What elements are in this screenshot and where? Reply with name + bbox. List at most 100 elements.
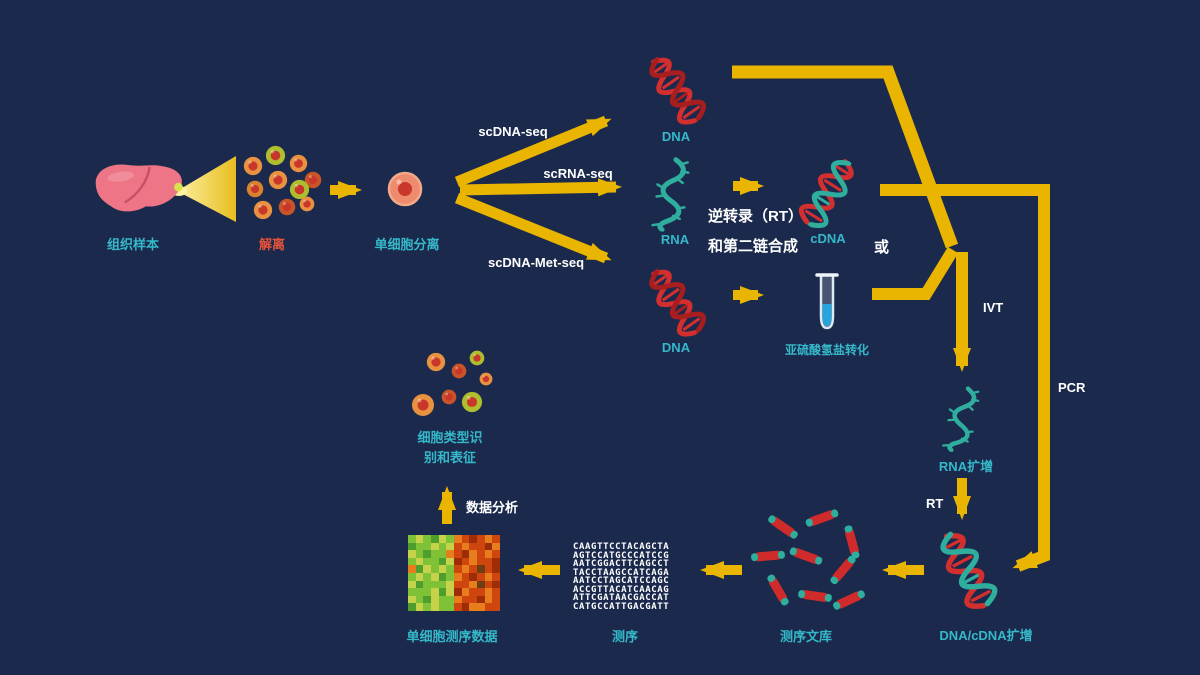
- arrow-scdna-met-seq: [454, 192, 612, 264]
- label-sequencing: 测序: [611, 629, 639, 644]
- heatmap-cell: [415, 572, 424, 581]
- dna-top-icon: [643, 52, 709, 128]
- arrow-scdna-seq: [454, 115, 612, 188]
- heatmap-cell: [430, 565, 439, 573]
- read-line: AGTCCATGCCCATCCG: [573, 550, 670, 561]
- dna-bottom-icon: [643, 264, 709, 340]
- heatmap-cell: [492, 565, 500, 573]
- read-line: ATTCGATAACGACCAT: [573, 593, 670, 603]
- label-dna-bottom: DNA: [661, 340, 691, 355]
- heatmap-cell: [492, 535, 500, 543]
- heatmap-cell: [453, 580, 462, 589]
- heatmap-cell: [423, 603, 431, 611]
- heatmap-cell: [461, 550, 470, 558]
- heatmap-cell: [469, 535, 477, 543]
- label-tissue-sample: 组织样本: [106, 237, 160, 252]
- read-line: AATCCTAGCATCCAGC: [573, 576, 670, 586]
- label-dissociation: 解离: [258, 237, 286, 252]
- heatmap-cell: [408, 542, 416, 551]
- label-bisulfite-conversion: 亚硫酸氢盐转化: [784, 343, 870, 357]
- read-line: CAAGTTCCTACAGCTA: [573, 542, 670, 552]
- heatmap-cell: [446, 565, 454, 573]
- heatmap-cell: [492, 550, 500, 558]
- label-rt-synthesis-line2: 和第二链合成: [708, 238, 799, 255]
- heatmap-cell: [408, 588, 416, 596]
- single-cell-icon: [387, 171, 423, 207]
- cell-type-cluster-icon: [412, 350, 493, 416]
- heatmap-cell: [438, 580, 447, 589]
- heatmap-cell: [461, 557, 470, 566]
- heatmap-cell: [492, 557, 500, 566]
- dna-cdna-amplification-icon: [935, 528, 999, 612]
- heatmap-cell: [438, 565, 447, 573]
- heatmap-cell: [408, 603, 416, 611]
- label-ivt: IVT: [983, 300, 1004, 315]
- heatmap-cell: [492, 572, 500, 581]
- label-rt-synthesis: 逆转录（RT） 和第二链合成: [708, 202, 803, 262]
- heatmap-cell: [492, 588, 500, 596]
- heatmap-cell: [446, 580, 454, 589]
- heatmap-cell: [476, 588, 485, 596]
- heatmap-cell: [461, 535, 470, 543]
- heatmap-cell: [469, 565, 477, 573]
- heatmap-cell: [461, 603, 470, 611]
- heatmap-cell: [461, 572, 470, 581]
- label-rna-amplification: RNA扩增: [938, 459, 994, 474]
- label-dna-cdna-amplification: DNA/cDNA扩增: [939, 628, 1033, 643]
- heatmap-cell: [461, 595, 470, 604]
- heatmap-cell: [469, 588, 477, 596]
- liver-icon: [94, 163, 184, 213]
- heatmap-cell: [476, 535, 485, 543]
- heatmap-cell: [430, 557, 439, 566]
- heatmap-cell: [408, 565, 416, 573]
- heatmap-cell: [484, 557, 493, 566]
- heatmap-cell: [492, 542, 500, 551]
- label-single-cell-isolation: 单细胞分离: [374, 237, 440, 252]
- heatmap-cell: [423, 565, 431, 573]
- arrow-scrna-seq: [459, 178, 622, 197]
- heatmap-cell: [446, 595, 454, 604]
- heatmap-cell: [476, 557, 485, 566]
- heatmap-cell: [423, 595, 431, 604]
- heatmap-cell: [438, 535, 447, 543]
- heatmap: [408, 535, 500, 611]
- heatmap-cell: [476, 565, 485, 573]
- heatmap-cell: [484, 595, 493, 604]
- label-pcr: PCR: [1058, 380, 1086, 395]
- heatmap-cell: [423, 572, 431, 581]
- heatmap-cell: [453, 603, 462, 611]
- heatmap-cell: [484, 580, 493, 589]
- heatmap-cell: [476, 595, 485, 604]
- heatmap-cell: [430, 595, 439, 604]
- heatmap-cell: [453, 588, 462, 596]
- heatmap-cell: [438, 603, 447, 611]
- heatmap-cell: [484, 572, 493, 581]
- heatmap-cell: [484, 535, 493, 543]
- heatmap-cell: [423, 580, 431, 589]
- heatmap-cell: [461, 588, 470, 596]
- read-line: CATGCCATTGACGATT: [573, 601, 670, 612]
- heatmap-cell: [469, 580, 477, 589]
- heatmap-cell: [476, 603, 485, 611]
- heatmap-cell: [423, 588, 431, 596]
- heatmap-cell: [408, 572, 416, 581]
- label-scdna-met-seq: scDNA-Met-seq: [487, 255, 585, 270]
- heatmap-cell: [453, 550, 462, 558]
- heatmap-cell: [438, 542, 447, 551]
- heatmap-cell: [476, 550, 485, 558]
- test-tube-icon: [815, 273, 839, 330]
- heatmap-cell: [453, 565, 462, 573]
- heatmap-cell: [461, 565, 470, 573]
- dissociation-beam: [177, 156, 236, 222]
- heatmap-cell: [438, 595, 447, 604]
- heatmap-cell: [415, 588, 424, 596]
- heatmap-cell: [484, 550, 493, 558]
- heatmap-cell: [446, 572, 454, 581]
- label-cell-type-line2: 别和表征: [423, 450, 477, 465]
- heatmap-cell: [469, 603, 477, 611]
- heatmap-cell: [408, 580, 416, 589]
- heatmap-cell: [453, 542, 462, 551]
- heatmap-cell: [408, 557, 416, 566]
- heatmap-cell: [446, 535, 454, 543]
